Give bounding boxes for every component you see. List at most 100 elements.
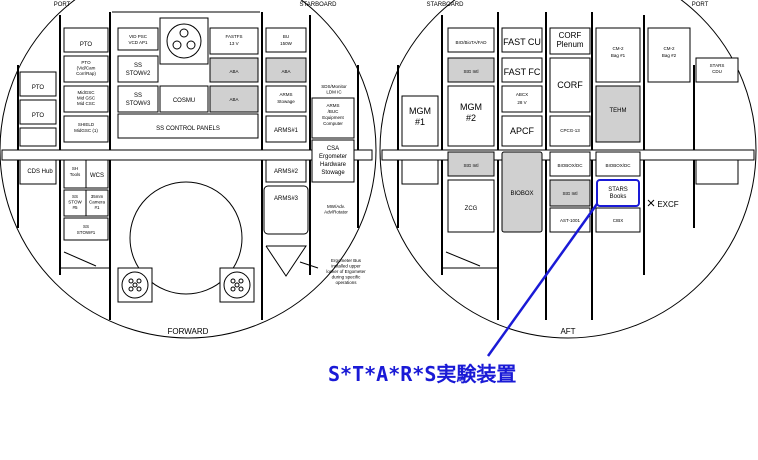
- left-cell-aba-3: [265, 57, 307, 83]
- left-cell-pto-top: [63, 27, 109, 53]
- left-cell-bu: [265, 27, 307, 53]
- callout-label: S*T*A*R*S実験装置: [328, 362, 516, 386]
- left-cell-ss-stow-2: [117, 55, 159, 83]
- right-ast-label: AST-1001: [560, 218, 581, 223]
- left-cell-ss-stow-1: [63, 217, 109, 241]
- left-cell-vid-psc: [117, 27, 159, 51]
- left-cell-camera: [85, 189, 109, 217]
- hatch-icon: [129, 181, 243, 295]
- right-cell-lower-7: [695, 159, 739, 185]
- right-cell-corf-plenum: [549, 27, 591, 55]
- right-stg-2-label: StG Intl: [463, 163, 478, 168]
- right-cell-stars-cdu: [695, 57, 739, 83]
- left-cell-pto-2: [19, 99, 57, 125]
- right-cpcg-label: CPCG-13: [560, 128, 580, 133]
- left-cell-mid-gsc: [63, 85, 109, 113]
- right-cell-corf: [549, 57, 591, 113]
- left-cell-arms-rack: [311, 97, 355, 139]
- right-cell-cpcg: [549, 115, 591, 147]
- vent-top-icon: [166, 23, 202, 59]
- left-cell-wcs: [85, 159, 109, 189]
- right-cell-bio-fad: [447, 27, 495, 53]
- left-cell-vent-top: [159, 17, 209, 65]
- left-ss-control-panels-label: SS CONTROL PANELS: [156, 126, 220, 132]
- right-cibx-label: CIBX: [613, 218, 624, 223]
- right-excf-label: EXCF: [657, 200, 678, 209]
- left-pto-2-label: PTO: [32, 113, 45, 119]
- left-cell-cosmu: [159, 85, 209, 113]
- right-biobox-label: BIOBOX: [510, 191, 533, 197]
- right-mgm-2-label: MGM#2: [460, 102, 482, 123]
- left-cell-cds-hub: [19, 159, 57, 185]
- left-deck-starboard-label: STARBOARD: [300, 2, 338, 8]
- right-cell-cm2-bag-2: [647, 27, 691, 83]
- right-cell-stg-1: [447, 57, 495, 83]
- right-zcg-label: ZCG: [465, 206, 478, 212]
- left-misc-label: MW/Adv.Adv/Rotator: [324, 204, 348, 215]
- left-cell-pto-1: [19, 71, 57, 97]
- right-deck-port-label: PORT: [692, 2, 709, 8]
- callout-leader-line: [486, 203, 599, 357]
- right-deck-starboard-label: STARBOARD: [427, 2, 465, 8]
- left-cell-fastfs: [209, 27, 259, 55]
- left-cell-pto-csc: [63, 55, 109, 83]
- left-arms-3-label: ARMS#3: [274, 196, 299, 202]
- right-fast-cu-label: FAST CU: [503, 37, 541, 47]
- left-arms-2-label: ARMS#2: [274, 169, 299, 175]
- right-tehm-label: TEHM: [610, 108, 627, 114]
- left-cell-arms-2: [265, 159, 307, 183]
- left-pto-top-label: PTO: [80, 42, 93, 48]
- right-fast-fc-label: FAST FC: [504, 67, 541, 77]
- left-cosmu-label: COSMU: [173, 98, 195, 104]
- left-cell-aba-2: [209, 85, 259, 113]
- right-stg-1-label: StG Intl: [463, 69, 478, 74]
- right-cell-biobox-dc-2: [595, 151, 641, 177]
- left-pto-1-label: PTO: [32, 85, 45, 91]
- vent-bl-icon: [121, 271, 149, 299]
- right-cell-cibx: [595, 207, 641, 233]
- left-wcs-label: WCS: [90, 173, 104, 179]
- right-cell-biobox-dc-1: [549, 151, 591, 177]
- right-cell-mgm-1: [401, 95, 439, 147]
- right-cell-apcf: [501, 115, 543, 147]
- right-bio-fad-label: BIO/BioTA/FAD: [456, 40, 488, 45]
- left-aba-3-label: ABA: [281, 69, 290, 74]
- left-cell-aba-1: [209, 57, 259, 83]
- right-cell-abcx: [501, 85, 543, 113]
- right-cell-ast: [549, 207, 591, 233]
- right-cell-tehm: [595, 85, 641, 143]
- right-apcf-label: APCF: [510, 126, 535, 136]
- right-cell-lower-1: [401, 159, 439, 185]
- right-cell-biobox: [501, 151, 543, 233]
- right-stg-3-label: StG Intl: [562, 191, 577, 196]
- left-deck-outline: [0, 0, 377, 339]
- right-cell-stars-books[interactable]: [596, 179, 640, 207]
- left-cell-ss-stow-3: [117, 85, 159, 113]
- right-cell-zcg: [447, 179, 495, 233]
- right-cell-stg-3: [549, 179, 591, 207]
- left-cell-pto-3: [19, 127, 57, 147]
- left-cell-vent-bl: [117, 267, 153, 303]
- left-cell-arms-stowage: [265, 85, 307, 113]
- right-mgm-1-label: MGM#1: [409, 106, 431, 127]
- right-cell-stg-2: [447, 151, 495, 177]
